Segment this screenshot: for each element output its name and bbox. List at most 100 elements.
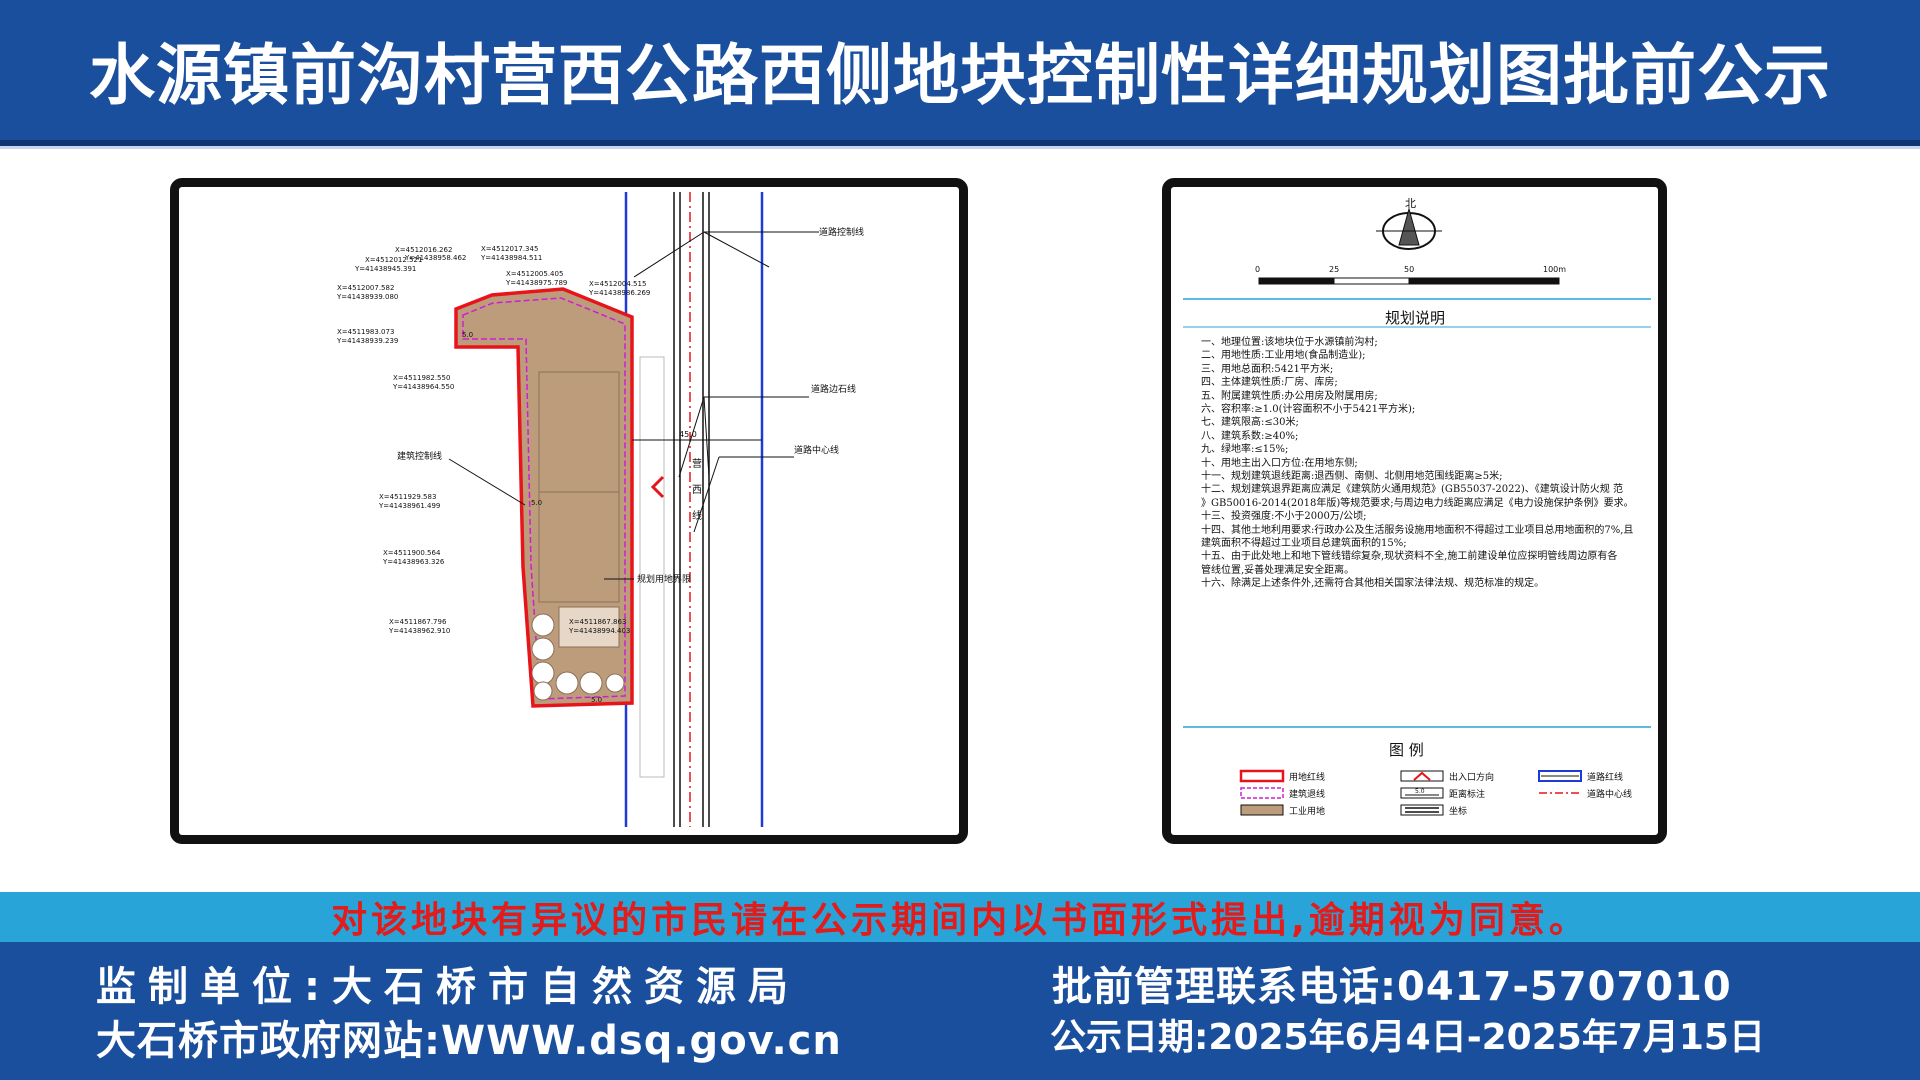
planning-note-item: 建筑面积不得超过工业项目总建筑面积的15%; (1201, 538, 1407, 549)
coord-x: X=4512005.405 (506, 270, 563, 278)
coord-x: X=4512004.515 (589, 280, 646, 288)
header-divider (0, 146, 1920, 149)
scale-label: 25 (1329, 265, 1339, 274)
coord-y: Y=41438986.269 (588, 289, 650, 297)
legend-label: 道路红线 (1587, 771, 1623, 783)
legend-label: 道路中心线 (1587, 788, 1632, 800)
coord-x: X=4511900.564 (383, 549, 441, 557)
coord-x: X=4511982.550 (393, 374, 450, 382)
planning-note-item: 七、建筑限高:≤30米; (1201, 417, 1299, 429)
coord-y: Y=41438975.789 (505, 279, 567, 287)
page-title: 水源镇前沟村营西公路西侧地块控制性详细规划图批前公示 (89, 37, 1831, 114)
coord-x: X=4511929.583 (379, 493, 436, 501)
site-plan-drawing: 45.0 5.0 5.0 5.0 营 西 线 道路控制线 道路边石线 道路中心线… (336, 192, 864, 827)
road-name-char-2: 西 (692, 485, 702, 496)
coord-y: Y=41438994.403 (568, 627, 630, 635)
coord-y: Y=41438945.391 (354, 265, 416, 273)
planning-note-item: 》GB50016-2014(2018年版)等规范要求;与周边电力线距离应满足《电… (1201, 497, 1634, 509)
publicity-dates: 公示日期:2025年6月4日-2025年7月15日 (1050, 1017, 1765, 1058)
scale-segment (1409, 278, 1559, 284)
legend-label: 用地红线 (1289, 771, 1325, 783)
coord-x: X=4512012.521 (365, 256, 422, 264)
header-banner: 水源镇前沟村营西公路西侧地块控制性详细规划图批前公示 (0, 0, 1920, 146)
planning-note-item: 十二、规划建筑退界距离应满足《建筑防火通用规范》(GB55037-2022)、《… (1201, 484, 1623, 496)
planning-note-item: 管线位置,妥善处理满足安全距离。 (1201, 564, 1355, 576)
coord-x: X=4512016.262 (395, 246, 452, 254)
west-setback-label: 5.0 (531, 499, 542, 507)
coord-y: Y=41438964.550 (392, 383, 454, 391)
coord-y: Y=41438961.499 (378, 502, 440, 510)
legend-distance-value: 5.0 (1415, 788, 1425, 795)
coord-x: X=4512017.345 (481, 245, 538, 253)
coord-y: Y=41438958.462 (404, 254, 466, 262)
planning-note-item: 三、用地总面积:5421平方米; (1201, 363, 1334, 375)
planning-note-item: 九、绿地率:≤15%; (1201, 444, 1289, 456)
scale-label: 100m (1543, 265, 1566, 274)
legend-industrial-swatch (1240, 804, 1284, 816)
legend-label: 距离标注 (1449, 788, 1485, 800)
planning-note-item: 二、用地性质:工业用地(食品制造业); (1201, 350, 1366, 362)
contact-phone: 批前管理联系电话:0417-5707010 (1052, 964, 1732, 1010)
north-arrow-icon (1398, 207, 1420, 246)
legend-setback-swatch (1240, 787, 1284, 799)
coord-y: Y=41438939.239 (336, 337, 398, 345)
government-website: 大石桥市政府网站:WWW.dsq.gov.cn (96, 1018, 842, 1064)
coord-x: X=4511867.796 (389, 618, 447, 626)
building-control-line-label: 建筑控制线 (397, 450, 442, 462)
coord-x: X=4511867.863 (569, 618, 626, 626)
legend-entrance-swatch (1400, 770, 1444, 782)
scale-label: 50 (1404, 265, 1414, 274)
adjacent-strip (639, 356, 665, 778)
planning-note-item: 六、容积率:≥1.0(计容面积不小于5421平方米); (1201, 404, 1416, 415)
scale-label: 0 (1255, 265, 1260, 274)
road-control-line-label: 道路控制线 (819, 226, 864, 238)
notes-graphics: 北 0 25 50 100m 规划说明 图 例 用地红线 建筑退线 工业用地 出… (1183, 197, 1651, 817)
scale-segment (1259, 278, 1334, 284)
legend-land-red-line-swatch (1239, 769, 1285, 783)
planning-note-item: 十四、其他土地利用要求:行政办公及生活服务设施用地面积不得超过工业项目总用地面积… (1201, 524, 1634, 536)
site-plan-panel: 45.0 5.0 5.0 5.0 营 西 线 道路控制线 道路边石线 道路中心线… (170, 178, 968, 844)
planning-note-item: 五、附属建筑性质:办公用房及附属用房; (1201, 390, 1378, 402)
planning-notes-panel: 北 0 25 50 100m 规划说明 图 例 用地红线 建筑退线 工业用地 出… (1162, 178, 1667, 844)
planning-note-item: 十一、规划建筑退线距离:退西侧、南侧、北侧用地范围线距离≥5米; (1201, 471, 1503, 482)
planning-note-item: 十、用地主出入口方位:在用地东侧; (1201, 457, 1358, 469)
road-name-char-3: 线 (692, 509, 702, 522)
notes-title: 规划说明 (1385, 309, 1445, 327)
objection-notice-text: 对该地块有异议的市民请在公示期间内以书面形式提出,逾期视为同意。 (331, 900, 1589, 941)
entrance-direction-icon (1413, 771, 1431, 781)
coord-y: Y=41438962.910 (388, 627, 450, 635)
planning-note-item: 十三、投资强度:不小于2000万/公顷; (1201, 511, 1367, 523)
road-width-label: 45.0 (679, 430, 697, 439)
footer-banner: 监制单位:大石桥市自然资源局 批前管理联系电话:0417-5707010 大石桥… (0, 942, 1920, 1080)
entrance-arrow (650, 475, 665, 499)
legend-label: 出入口方向 (1449, 771, 1494, 783)
north-setback-label: 5.0 (462, 331, 473, 339)
objection-notice-band: 对该地块有异议的市民请在公示期间内以书面形式提出,逾期视为同意。 (0, 892, 1920, 942)
road-center-line-label: 道路中心线 (794, 444, 839, 456)
legend-label: 坐标 (1449, 805, 1467, 817)
legend-distance-swatch (1400, 787, 1444, 799)
planning-boundary-label: 规划用地界限 (637, 573, 691, 585)
coord-y: Y=41438939.080 (336, 293, 398, 301)
north-label: 北 (1405, 197, 1416, 210)
leader-lines (448, 231, 819, 580)
planning-note-item: 十六、除满足上述条件外,还需符合其他相关国家法律法规、规范标准的规定。 (1201, 578, 1545, 590)
south-setback-label: 5.0 (591, 696, 602, 704)
scale-segment (1333, 277, 1410, 285)
coord-x: X=4512007.582 (337, 284, 394, 292)
coord-y: Y=41438984.511 (480, 254, 542, 262)
road-name-char-1: 营 (692, 457, 702, 470)
building-outline-2 (538, 491, 620, 603)
legend-label: 工业用地 (1289, 805, 1325, 817)
legend-title: 图 例 (1389, 741, 1424, 759)
coord-y: Y=41438963.326 (382, 558, 445, 566)
supervisor-unit: 监制单位:大石桥市自然资源局 (96, 964, 800, 1010)
coordinate-labels: X=4512016.262 Y=41438958.462 X=4512012.5… (336, 245, 650, 635)
planning-note-item: 一、地理位置:该地块位于水源镇前沟村; (1201, 337, 1378, 348)
planning-note-item: 八、建筑系数:≥40%; (1201, 430, 1299, 442)
coord-x: X=4511983.073 (337, 328, 394, 336)
building-outline-3 (558, 606, 620, 648)
planning-note-item: 四、主体建筑性质:厂房、库房; (1201, 377, 1338, 389)
legend-label: 建筑退线 (1289, 788, 1325, 800)
building-setback-line (462, 297, 626, 700)
